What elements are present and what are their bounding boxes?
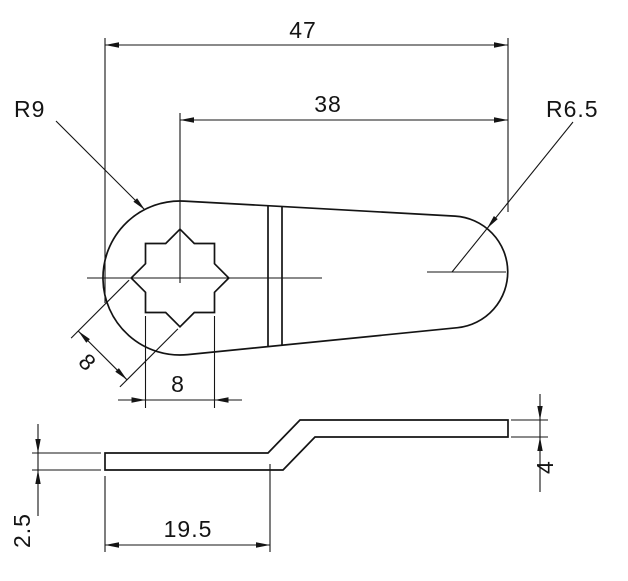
dim-25-label: 2.5	[9, 513, 35, 548]
dim-4-arrow-bottom	[537, 437, 543, 451]
dim-195-arrow-left	[105, 542, 119, 548]
radius-r9-label: R9	[14, 96, 45, 122]
radius-r9-leader	[55, 120, 146, 211]
dim-diag8-label: 8	[74, 348, 102, 376]
dim-195-label: 19.5	[164, 516, 213, 542]
radius-r65-arrow	[487, 216, 498, 229]
dim-4-label: 4	[532, 460, 558, 474]
dim-38-label: 38	[314, 91, 342, 117]
dim-38-arrow-left	[180, 117, 194, 123]
dim-47-arrow-left	[105, 42, 119, 48]
dim-47-arrow-right	[494, 42, 508, 48]
radius-r65-label: R6.5	[546, 96, 599, 122]
dim-25-arrow-top	[35, 439, 41, 453]
radius-r9-arrow	[133, 198, 145, 210]
dim-8-arrow-left	[131, 397, 146, 403]
ext-line-diag8-upper	[70, 279, 130, 339]
lever-outline	[102, 200, 509, 356]
dim-diag8-arrow-lower	[115, 368, 127, 380]
radius-r65-leader	[451, 121, 574, 273]
dim-25-arrow-bottom	[35, 470, 41, 484]
side-view-outline	[104, 419, 509, 471]
dim-195-arrow-right	[256, 542, 270, 548]
dim-8-arrow-right	[214, 397, 229, 403]
ext-line-diag8-lower	[119, 328, 179, 388]
dim-47-label: 47	[289, 17, 317, 43]
dim-38-arrow-right	[494, 117, 508, 123]
dim-8-label: 8	[171, 371, 185, 397]
dim-diag8-arrow-upper	[78, 331, 90, 343]
dim-4-arrow-top	[537, 406, 543, 420]
